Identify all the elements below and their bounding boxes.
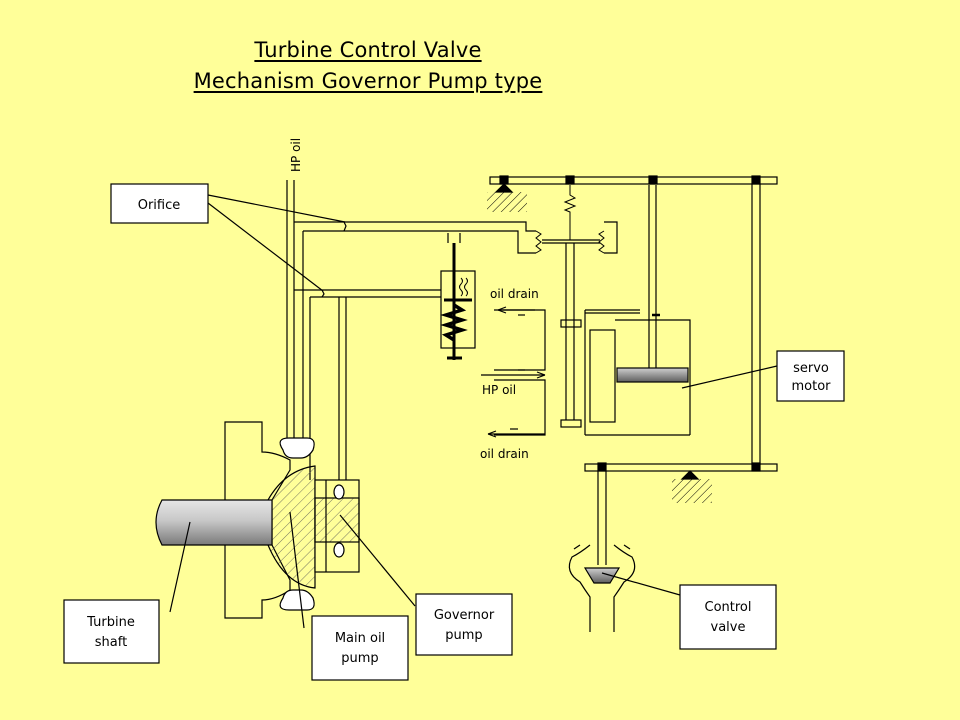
pilot-valve-spindle — [560, 243, 582, 428]
lower-signal-oil-line — [294, 289, 441, 480]
oil-drain-top-label: oil drain — [490, 287, 539, 301]
servo-label-line1: servo — [793, 361, 829, 376]
governor-pump-label-line2: pump — [445, 628, 482, 643]
control-valve — [568, 471, 636, 632]
control-valve-label-line1: Control — [705, 600, 752, 615]
oil-drain-bottom-label: oil drain — [480, 447, 529, 461]
orifice-label: Orifice — [138, 198, 181, 213]
governor-pump — [314, 479, 360, 573]
governor-pump-callout — [339, 514, 513, 656]
relay-valve — [440, 230, 476, 360]
top-floating-lever — [487, 175, 778, 212]
control-valve-callout — [601, 572, 777, 650]
turbine-shaft-label-line2: shaft — [95, 635, 127, 650]
main-oil-pump-label-line1: Main oil — [335, 631, 385, 646]
hp-oil-arrow — [481, 369, 546, 379]
pilot-valve-head — [535, 185, 618, 254]
turbine-shaft-callout — [63, 521, 191, 664]
title-line-2: Mechanism Governor Pump type — [193, 69, 543, 93]
turbine-shaft — [155, 499, 273, 546]
title-line-1: Turbine Control Valve — [254, 38, 482, 62]
main-oil-pump-label-line2: pump — [341, 651, 378, 666]
oil-drain-bottom-arrow — [487, 428, 545, 438]
governor-pump-label-line1: Governor — [434, 608, 495, 623]
feedback-link-rod — [751, 184, 761, 465]
bottom-lever — [584, 462, 778, 503]
main-oil-pump-callout — [289, 511, 409, 681]
oil-drain-top-arrow — [497, 306, 535, 316]
control-valve-label-line2: valve — [711, 620, 746, 635]
turbine-shaft-label-line1: Turbine — [86, 615, 135, 630]
servo-motor-callout — [681, 350, 845, 402]
hp-oil-supply-line — [286, 180, 295, 450]
orifice-callout — [110, 183, 346, 292]
upper-signal-oil-line — [294, 221, 536, 450]
servo-label-line2: motor — [791, 379, 831, 394]
hp-oil-top-label: HP oil — [289, 138, 303, 172]
hp-oil-mid-label: HP oil — [482, 383, 516, 397]
servo-motor — [589, 185, 691, 435]
